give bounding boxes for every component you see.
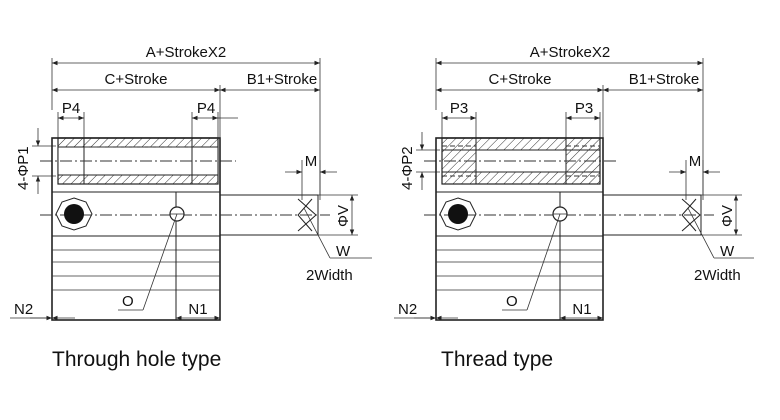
bottom-right-label: N1 [572,301,591,318]
port-label: O [506,293,518,310]
hole-dia-dimension: 4-ΦP2 [399,132,440,190]
port-fitting [55,197,185,231]
body-section [40,137,236,185]
rod-label: B1+Stroke [247,71,317,88]
port-leader: O [118,213,178,311]
rod-dia-label: ΦV [719,205,736,227]
flat-label: M [305,153,318,170]
rod-dia-label: ΦV [335,205,352,227]
overall-label: A+StrokeX2 [530,44,610,61]
through-hole-caption: Through hole type [52,348,221,371]
port-fitting [439,197,568,231]
port-leader: O [502,213,561,311]
bottom-left-label: N2 [14,301,33,318]
rod-dia-dimension: ΦV [701,194,742,236]
hole-dia-label: 4-ΦP2 [399,146,416,190]
wrench-leader: W 2Width [687,207,754,284]
hole-dia-label: 4-ΦP1 [15,146,32,190]
flat-dimension: M [285,153,337,200]
body-rod-dimension: C+Stroke B1+Stroke [52,71,320,140]
flat-dimension: M [669,153,720,200]
piston-rod [424,194,714,236]
pitch-left-label: P3 [450,100,468,117]
pitch-dimensions: P3 P3 [441,100,601,140]
body-label: C+Stroke [489,71,552,88]
pitch-dimensions: P4 P4 [57,100,238,140]
body-rod-dimension: C+Stroke B1+Stroke [436,71,703,140]
piston-rod [40,194,330,236]
overall-label: A+StrokeX2 [146,44,226,61]
flat-label: M [689,153,702,170]
wrench-label: W [336,243,351,260]
bottom-dimensions: N2 N1 [10,301,220,321]
width-label: 2Width [694,267,741,284]
bottom-dimensions: N2 N1 [394,301,603,321]
through-hole-diagram: A+StrokeX2 C+Stroke B1+Stroke P4 P4 [10,44,372,371]
pitch-left-label: P4 [62,100,80,117]
body-label: C+Stroke [105,71,168,88]
thread-caption: Thread type [441,348,553,371]
rod-label: B1+Stroke [629,71,699,88]
port-label: O [122,293,134,310]
width-label: 2Width [306,267,353,284]
bottom-left-label: N2 [398,301,417,318]
rod-dia-dimension: ΦV [318,194,358,236]
pitch-right-label: P3 [575,100,593,117]
cylinder-body [435,137,604,321]
thread-diagram: A+StrokeX2 C+Stroke B1+Stroke P3 P3 4-ΦP… [394,44,754,371]
pitch-right-label: P4 [197,100,215,117]
wrench-leader: W 2Width [303,207,372,284]
body-section [424,137,618,185]
bottom-right-label: N1 [188,301,207,318]
wrench-label: W [720,243,735,260]
